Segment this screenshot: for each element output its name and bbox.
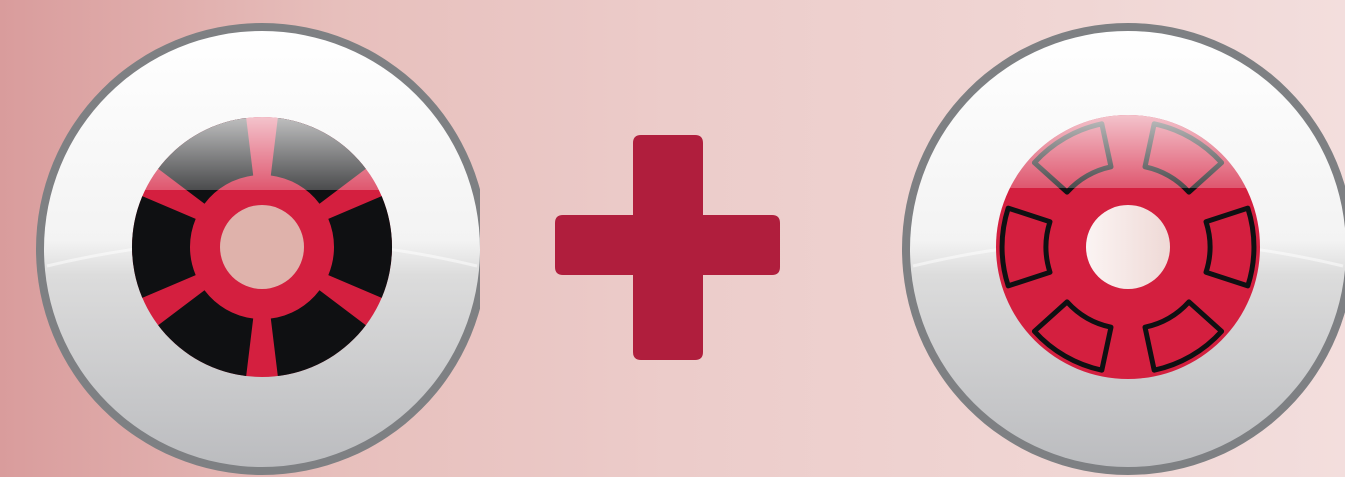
contact-lens-left-icon (15, 0, 480, 477)
contact-lens-right-icon (890, 0, 1345, 477)
plus-shape (555, 135, 780, 360)
pupil (1086, 205, 1170, 289)
plus-sign-icon (555, 135, 780, 360)
pupil (220, 205, 304, 289)
